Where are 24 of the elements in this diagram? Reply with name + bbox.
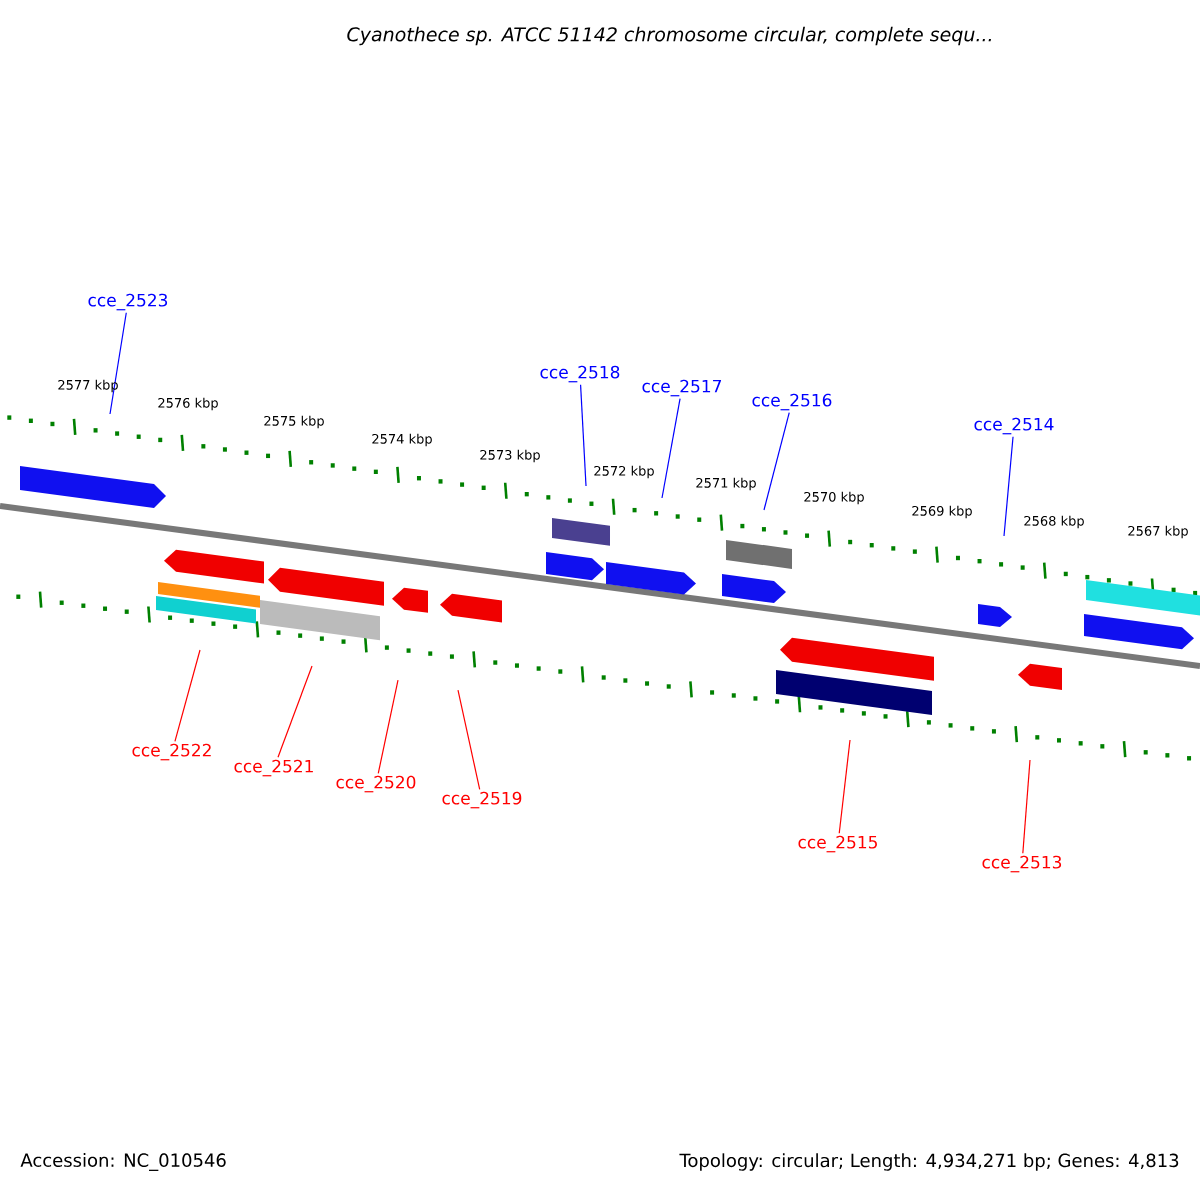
gene-label: cce_2520	[336, 775, 416, 793]
genome-map-drawing	[0, 415, 1200, 761]
gene-label: cce_2517	[642, 379, 721, 397]
gene-label: cce_2516	[752, 393, 832, 411]
title: Cyanothece sp. ATCC 51142 chromosome circular, complete sequ...	[347, 26, 991, 46]
leader-line	[1022, 759, 1031, 854]
accession-text: Accession: NC_010546	[20, 1153, 226, 1171]
leader-line	[377, 679, 399, 774]
summary-text: Topology: circular; Length: 4,934,271 bp; Genes: 4,813	[679, 1153, 1179, 1171]
gene-label: cce_2519	[442, 791, 522, 809]
leader-line	[457, 689, 481, 790]
gene-label: cce_2518	[540, 365, 620, 383]
leader-line	[109, 312, 127, 415]
leader-line	[661, 398, 681, 499]
leader-line	[277, 665, 313, 758]
gene-label: cce_2513	[982, 855, 1062, 873]
gene-label: cce_2523	[88, 293, 168, 311]
leader-line	[174, 649, 201, 742]
leader-line	[580, 384, 587, 487]
leader-line	[1003, 436, 1014, 537]
gene-label: cce_2515	[798, 835, 877, 853]
leader-line	[838, 739, 851, 834]
leader-line	[763, 412, 790, 511]
gene-label: cce_2521	[234, 759, 313, 777]
